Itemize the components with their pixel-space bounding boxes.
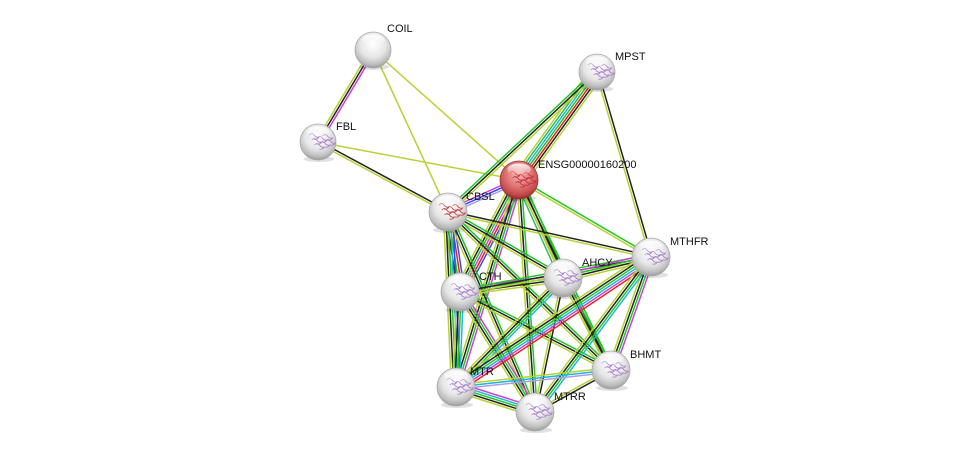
edge-line-coexpression: [609, 256, 651, 370]
edge-line-textmining: [523, 75, 604, 185]
node-highlight: [306, 126, 330, 138]
node-highlight: [448, 275, 472, 288]
edge-line-textmining: [595, 72, 651, 258]
node-highlight: [361, 34, 385, 46]
node-highlight: [507, 163, 531, 176]
edge-line-neighborhood: [520, 179, 539, 412]
edge-line-databases: [537, 258, 655, 415]
edge-line-coexpression: [447, 211, 536, 413]
edge-coil-ensg00000160200[interactable]: [372, 49, 520, 181]
edge-bhmt-mtr[interactable]: [455, 366, 612, 391]
edge-line-neighborhood: [518, 71, 598, 181]
edge-ahcy-mtrr[interactable]: [533, 277, 565, 413]
node-label: BHMT: [630, 349, 661, 361]
edge-mthfr-bhmt[interactable]: [607, 255, 655, 372]
edge-line-textmining: [451, 178, 517, 387]
node-label: MTRR: [554, 391, 586, 403]
node-highlight: [444, 370, 468, 383]
edge-line-homology: [456, 371, 612, 391]
node-label: MTHFR: [670, 236, 709, 248]
edge-line-textmining: [607, 255, 649, 370]
node-label: MPST: [615, 51, 646, 63]
edge-line-textmining: [446, 213, 563, 281]
edge-line-neighborhood: [445, 69, 596, 211]
node-ensg00000160200[interactable]: ENSG00000160200: [499, 159, 636, 201]
edge-line-databases: [456, 257, 653, 389]
edge-line-textmining: [515, 180, 534, 413]
edge-mthfr-mtr[interactable]: [452, 251, 655, 393]
node-highlight: [436, 195, 460, 208]
node-label: CBSL: [466, 191, 495, 203]
edge-line-textmining: [317, 142, 448, 214]
protein-structure-icon: [601, 361, 630, 378]
node-ahcy[interactable]: AHCY: [543, 257, 613, 299]
node-mtrr[interactable]: MTRR: [515, 391, 586, 433]
edge-line-coexpression: [318, 140, 449, 212]
edge-cbsl-mthfr[interactable]: [447, 210, 652, 259]
edge-line-neighborhood: [448, 209, 565, 277]
edge-line-databases: [455, 369, 612, 388]
node-mthfr[interactable]: MTHFR: [631, 236, 709, 278]
edge-line-coexpression: [453, 253, 650, 385]
node-label: COIL: [387, 23, 413, 35]
edge-line-neighborhood: [519, 178, 652, 257]
node-label: MTR: [470, 366, 494, 378]
edge-line-coexpression: [597, 71, 653, 257]
edge-line-neighborhood: [611, 257, 653, 371]
node-highlight: [551, 261, 575, 274]
edge-line-coexpression: [518, 179, 536, 413]
edge-line-coexpression: [459, 291, 612, 371]
edge-line-textmining: [372, 49, 520, 181]
node-highlight: [585, 56, 609, 68]
edge-cbsl-ahcy[interactable]: [446, 209, 565, 281]
edge-line-textmining: [372, 49, 449, 213]
edge-line-neighborhood: [535, 257, 653, 414]
edge-line-fusion: [458, 261, 655, 393]
node-highlight: [523, 395, 547, 408]
node-cth[interactable]: CTH: [440, 271, 502, 313]
node-cbsl[interactable]: CBSL: [428, 191, 495, 233]
edge-line-textmining: [531, 254, 649, 411]
node-coil[interactable]: COIL: [354, 23, 413, 70]
edge-line-coexpression: [535, 278, 565, 413]
edge-line-coexpression: [454, 179, 519, 387]
edge-mthfr-mtrr[interactable]: [531, 254, 655, 415]
edge-line-coexpression: [533, 255, 651, 412]
edge-line-textmining: [455, 366, 611, 386]
edge-line-textmining: [447, 212, 651, 259]
edge-line-experiments: [613, 257, 655, 372]
edge-line-experiments: [457, 259, 654, 391]
edge-fbl-cbsl[interactable]: [317, 140, 449, 214]
node-highlight: [599, 353, 623, 366]
edge-line-textmining: [453, 275, 562, 386]
edge-ensg00000160200-mtrr[interactable]: [515, 179, 539, 413]
node-fbl[interactable]: FBL: [299, 121, 356, 162]
edge-ensg00000160200-mthfr[interactable]: [518, 178, 652, 259]
edge-line-textmining: [449, 73, 600, 215]
node-mtr[interactable]: MTR: [436, 366, 494, 408]
edge-mpst-mthfr[interactable]: [595, 71, 653, 258]
edge-line-textmining: [533, 277, 563, 412]
node-label: ENSG00000160200: [538, 159, 636, 171]
edge-line-coexpression: [448, 210, 652, 257]
node-mpst[interactable]: MPST: [578, 51, 646, 92]
node-label: FBL: [336, 121, 356, 133]
edge-line-textmining: [518, 180, 651, 259]
node-label: CTH: [479, 271, 502, 283]
protein-structure-icon: [308, 133, 337, 150]
edge-line-coexpression: [447, 71, 598, 213]
edge-line-textmining: [452, 251, 649, 383]
edge-line-neighborhood: [454, 255, 651, 387]
node-bhmt[interactable]: BHMT: [591, 349, 661, 391]
node-label: AHCY: [582, 257, 613, 269]
node-highlight: [639, 240, 663, 253]
edge-line-textmining: [445, 213, 610, 373]
edge-line-coexpression: [447, 211, 564, 279]
edge-mpst-cbsl[interactable]: [445, 69, 600, 215]
edge-line-fusion: [520, 72, 600, 182]
edge-coil-cbsl[interactable]: [372, 49, 449, 213]
edge-line-coexpression: [522, 74, 602, 184]
